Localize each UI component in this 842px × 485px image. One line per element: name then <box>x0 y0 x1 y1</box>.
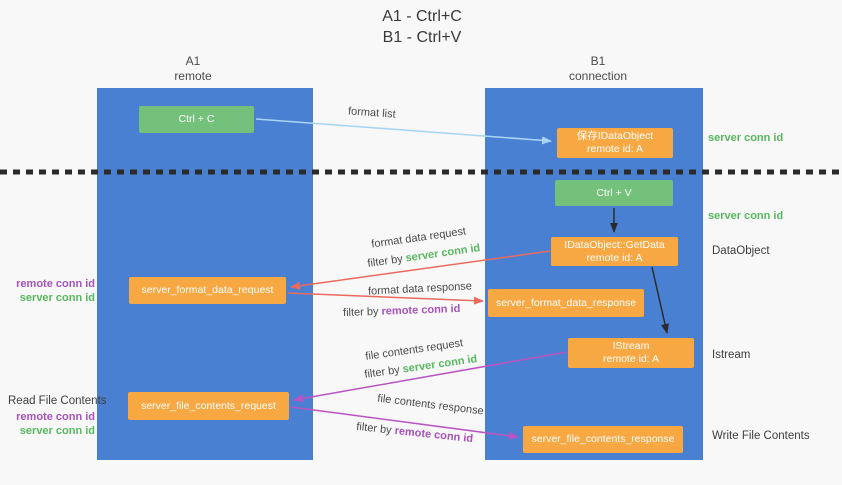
format-conn-id-annotation: remote conn id server conn id <box>0 277 95 305</box>
format-request-node: server_format_data_request <box>129 277 286 304</box>
read-file-contents-annotation: Read File Contents <box>8 395 107 407</box>
getdata-line1: IDataObject::GetData <box>564 238 665 251</box>
save-idataobject-line2: remote id: A <box>586 143 644 155</box>
filter-by-text: filter by <box>366 253 404 270</box>
server-conn-id-text: server conn id <box>19 425 95 437</box>
istream-annotation: Istream <box>712 349 751 361</box>
istream-line2: remote id: A <box>602 353 660 365</box>
istream-node: IStream remote id: A <box>568 338 694 368</box>
save-idataobject-line1: 保存IDataObject <box>576 130 654 142</box>
file-request-label: server_file_contents_request <box>141 399 276 412</box>
lane-b1-name: connection <box>568 69 628 83</box>
filter-by-remote-conn-id-label-2: filter by remote conn id <box>356 421 474 445</box>
filter-by-text: filter by <box>342 305 379 320</box>
filter-by-text: filter by <box>355 420 393 437</box>
format-data-response-label: format data response <box>367 280 473 298</box>
remote-conn-id-text: remote conn id <box>16 411 95 423</box>
lane-a1-name: remote <box>174 69 212 83</box>
lane-header-a1: A1 remote <box>133 54 253 84</box>
server-conn-id-text: server conn id <box>401 353 479 376</box>
format-list-label: format list <box>347 105 397 121</box>
remote-conn-id-text: remote conn id <box>394 424 474 446</box>
write-file-contents-annotation: Write File Contents <box>712 430 810 442</box>
ctrl-v-node: Ctrl + V <box>555 180 673 206</box>
getdata-line2: remote id: A <box>586 251 643 264</box>
title-line-2: B1 - Ctrl+V <box>382 29 462 46</box>
server-conn-id-annotation-mid: server conn id <box>708 210 784 222</box>
lane-b1-id: B1 <box>590 54 606 68</box>
file-response-node: server_file_contents_response <box>523 426 683 453</box>
remote-conn-id-text: remote conn id <box>381 302 461 318</box>
server-conn-id-text: server conn id <box>19 292 95 304</box>
filter-by-remote-conn-id-label-1: filter by remote conn id <box>343 303 461 319</box>
lane-header-b1: B1 connection <box>538 54 658 84</box>
getdata-node: IDataObject::GetData remote id: A <box>551 237 678 266</box>
lane-a1-id: A1 <box>185 54 201 68</box>
ctrl-c-node: Ctrl + C <box>139 106 254 133</box>
file-response-label: server_file_contents_response <box>531 433 675 445</box>
file-conn-id-annotation: remote conn id server conn id <box>0 410 95 438</box>
istream-line1: IStream <box>612 340 650 352</box>
format-response-node: server_format_data_response <box>488 289 644 317</box>
save-idataobject-node: 保存IDataObject remote id: A <box>557 128 673 158</box>
format-request-label: server_format_data_request <box>141 284 274 296</box>
dataobject-annotation: DataObject <box>712 245 770 257</box>
server-conn-id-annotation-top: server conn id <box>708 132 784 144</box>
server-conn-id-text: server conn id <box>404 242 482 265</box>
title-line-1: A1 - Ctrl+C <box>382 8 462 25</box>
filter-by-text: filter by <box>363 364 401 381</box>
remote-conn-id-text: remote conn id <box>16 278 95 290</box>
file-contents-response-label: file contents response <box>376 392 485 418</box>
diagram-title: A1 - Ctrl+C B1 - Ctrl+V <box>322 6 522 48</box>
ctrl-c-label: Ctrl + C <box>178 113 215 125</box>
ctrl-v-label: Ctrl + V <box>596 186 632 199</box>
file-request-node: server_file_contents_request <box>128 392 289 420</box>
format-response-label: server_format_data_response <box>495 296 637 309</box>
